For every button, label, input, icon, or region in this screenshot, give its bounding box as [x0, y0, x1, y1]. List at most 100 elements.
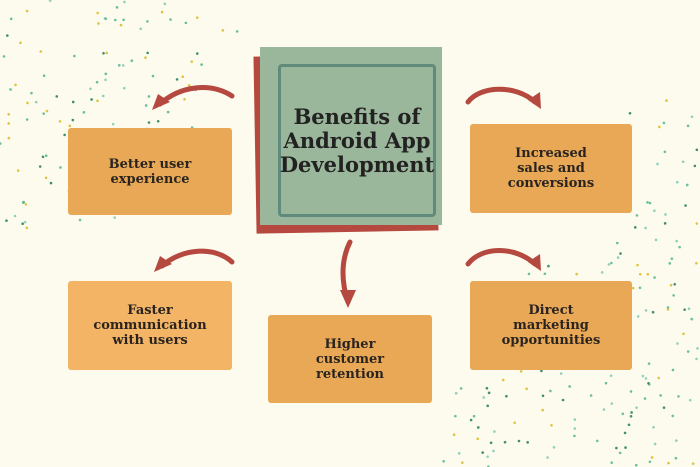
confetti-dot: [461, 461, 464, 464]
confetti-dot: [7, 122, 10, 125]
confetti-dot: [485, 386, 489, 390]
confetti-dot: [573, 427, 577, 430]
benefit-box-faster-communication: Faster communication with users: [68, 281, 232, 370]
confetti-dot: [607, 263, 611, 266]
confetti-dot: [636, 315, 640, 318]
confetti-dot: [695, 261, 698, 265]
confetti-dot: [684, 204, 687, 207]
confetti-dot: [519, 370, 523, 373]
confetti-dot: [609, 374, 613, 377]
confetti-dot: [644, 377, 648, 380]
confetti-dot: [678, 245, 681, 249]
confetti-dot: [235, 30, 239, 33]
confetti-dot: [686, 350, 690, 353]
confetti-dot: [573, 434, 576, 438]
confetti-dot: [546, 456, 549, 459]
confetti-dot: [144, 104, 148, 107]
confetti-dot: [687, 307, 691, 310]
confetti-dot: [157, 95, 160, 99]
confetti-dot: [492, 449, 495, 453]
confetti-dot: [169, 18, 172, 21]
confetti-dot: [610, 402, 614, 405]
confetti-dot: [675, 180, 679, 184]
center-card: [260, 47, 442, 225]
confetti-dot: [653, 276, 656, 279]
confetti-dot: [629, 414, 633, 418]
confetti-dot: [667, 461, 670, 465]
confetti-dot: [130, 59, 134, 63]
confetti-dot: [501, 378, 505, 382]
confetti-dot: [21, 222, 24, 226]
confetti-dot: [621, 412, 625, 416]
confetti-dot: [610, 461, 614, 464]
confetti-dot: [482, 396, 486, 399]
confetti-dot: [117, 63, 121, 67]
confetti-dot: [691, 462, 695, 465]
confetti-dot: [646, 272, 650, 276]
confetti-dot: [505, 394, 508, 398]
confetti-dot: [104, 17, 108, 21]
confetti-dot: [600, 271, 604, 274]
confetti-dot: [662, 121, 666, 125]
confetti-dot: [63, 133, 66, 137]
confetti-dot: [42, 112, 45, 115]
confetti-dot: [549, 389, 552, 393]
confetti-dot: [7, 136, 11, 140]
confetti-dot: [568, 385, 571, 388]
confetti-dot: [623, 431, 627, 435]
confetti-dot: [675, 239, 678, 243]
confetti-dot: [14, 83, 17, 87]
confetti-dot: [627, 423, 631, 427]
confetti-dot: [45, 109, 49, 113]
confetti-dot: [25, 118, 29, 121]
confetti-dot: [95, 80, 99, 84]
confetti-dot: [21, 201, 25, 204]
confetti-dot: [472, 414, 476, 418]
confetti-dot: [452, 433, 456, 437]
confetti-dot: [541, 408, 545, 412]
confetti-dot: [30, 91, 33, 95]
confetti-dot: [589, 394, 593, 397]
confetti-dot: [9, 17, 13, 21]
confetti-dot: [477, 426, 480, 429]
benefit-label: Better user experience: [108, 156, 192, 187]
confetti-dot: [685, 183, 689, 187]
confetti-dot: [526, 441, 529, 444]
confetti-dot: [459, 387, 463, 390]
confetti-dot: [644, 226, 647, 230]
confetti-dot: [139, 27, 143, 31]
confetti-dot: [636, 263, 639, 267]
confetti-dot: [44, 176, 48, 180]
confetti-dot: [696, 347, 699, 350]
confetti-dot: [552, 445, 556, 449]
confetti-dot: [573, 418, 577, 421]
confetti-dot: [454, 414, 457, 418]
confetti-dot: [517, 439, 521, 443]
confetti-dot: [115, 6, 119, 9]
confetti-dot: [78, 218, 82, 222]
confetti-dot: [486, 404, 489, 408]
confetti-dot: [221, 29, 225, 32]
confetti-dot: [629, 390, 633, 393]
confetti-dot: [454, 391, 458, 395]
confetti-dot: [195, 16, 199, 19]
confetti-dot: [633, 226, 637, 229]
confetti-dot: [543, 272, 547, 276]
confetti-dot: [489, 441, 493, 445]
confetti-dot: [25, 9, 29, 13]
confetti-dot: [26, 101, 29, 105]
confetti-dot: [668, 262, 672, 265]
confetti-dot: [690, 115, 694, 119]
confetti-dot: [90, 98, 93, 101]
confetti-dot: [24, 203, 28, 206]
confetti-dot: [48, 0, 52, 2]
confetti-dot: [41, 155, 45, 159]
confetti-dot: [469, 418, 473, 422]
confetti-dot: [2, 55, 6, 58]
confetti-dot: [670, 257, 674, 260]
confetti-dot: [493, 430, 496, 433]
confetti-dot: [200, 63, 203, 66]
confetti-dot: [674, 456, 678, 460]
confetti-dot: [101, 94, 105, 98]
confetti-dot: [666, 308, 670, 311]
